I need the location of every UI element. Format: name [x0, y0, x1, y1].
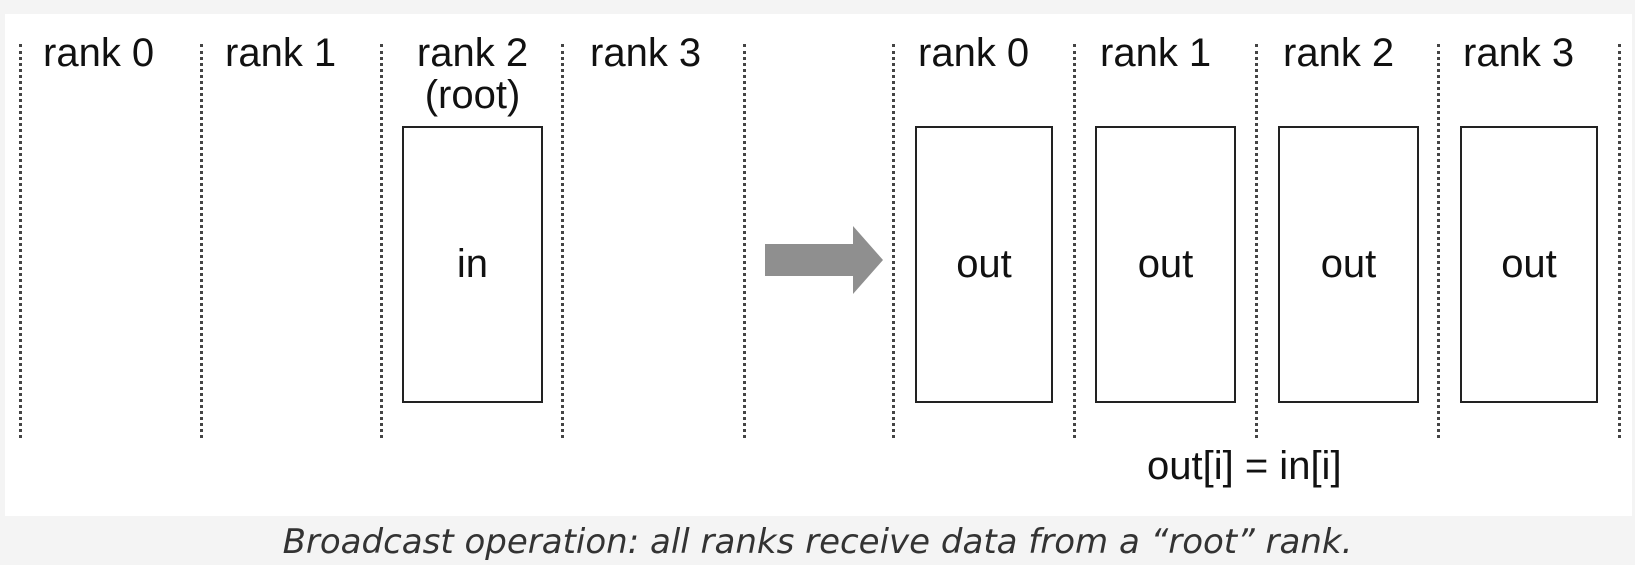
out-buffer-label: out	[956, 242, 1012, 286]
right-rank-3-label: rank 3	[1463, 31, 1575, 75]
out-buffer-rank-0: out	[915, 126, 1053, 403]
in-buffer: in	[402, 126, 543, 403]
right-rank-1-label: rank 1	[1100, 31, 1212, 75]
left-rank-1-label: rank 1	[225, 31, 337, 75]
root-note: (root)	[424, 73, 521, 117]
rank-separator	[380, 44, 383, 438]
broadcast-diagram: rank 0 rank 1 rank 2 (root) rank 3 in ra…	[5, 14, 1632, 516]
right-rank-0-label: rank 0	[918, 31, 1030, 75]
rank-separator	[19, 44, 22, 438]
rank-separator	[892, 44, 895, 438]
rank-separator	[1255, 44, 1258, 438]
in-buffer-label: in	[456, 242, 489, 286]
rank-separator	[200, 44, 203, 438]
out-buffer-rank-1: out	[1095, 126, 1236, 403]
rank-separator	[1618, 44, 1621, 438]
rank-separator	[1073, 44, 1076, 438]
left-rank-2-label: rank 2 (root)	[410, 32, 535, 116]
rank-separator	[561, 44, 564, 438]
rank-2-name: rank 2	[416, 31, 529, 75]
out-buffer-label: out	[1320, 242, 1377, 286]
right-arrow-icon	[765, 226, 883, 294]
left-rank-3-label: rank 3	[590, 31, 702, 75]
rank-separator	[743, 44, 746, 438]
out-buffer-rank-3: out	[1460, 126, 1598, 403]
right-rank-2-label: rank 2	[1283, 31, 1395, 75]
rank-separator	[1437, 44, 1440, 438]
left-rank-0-label: rank 0	[43, 31, 155, 75]
broadcast-formula: out[i] = in[i]	[1147, 444, 1342, 488]
out-buffer-rank-2: out	[1278, 126, 1419, 403]
out-buffer-label: out	[1137, 242, 1194, 286]
out-buffer-label: out	[1501, 242, 1557, 286]
figure-caption: Broadcast operation: all ranks receive d…	[282, 522, 1353, 562]
